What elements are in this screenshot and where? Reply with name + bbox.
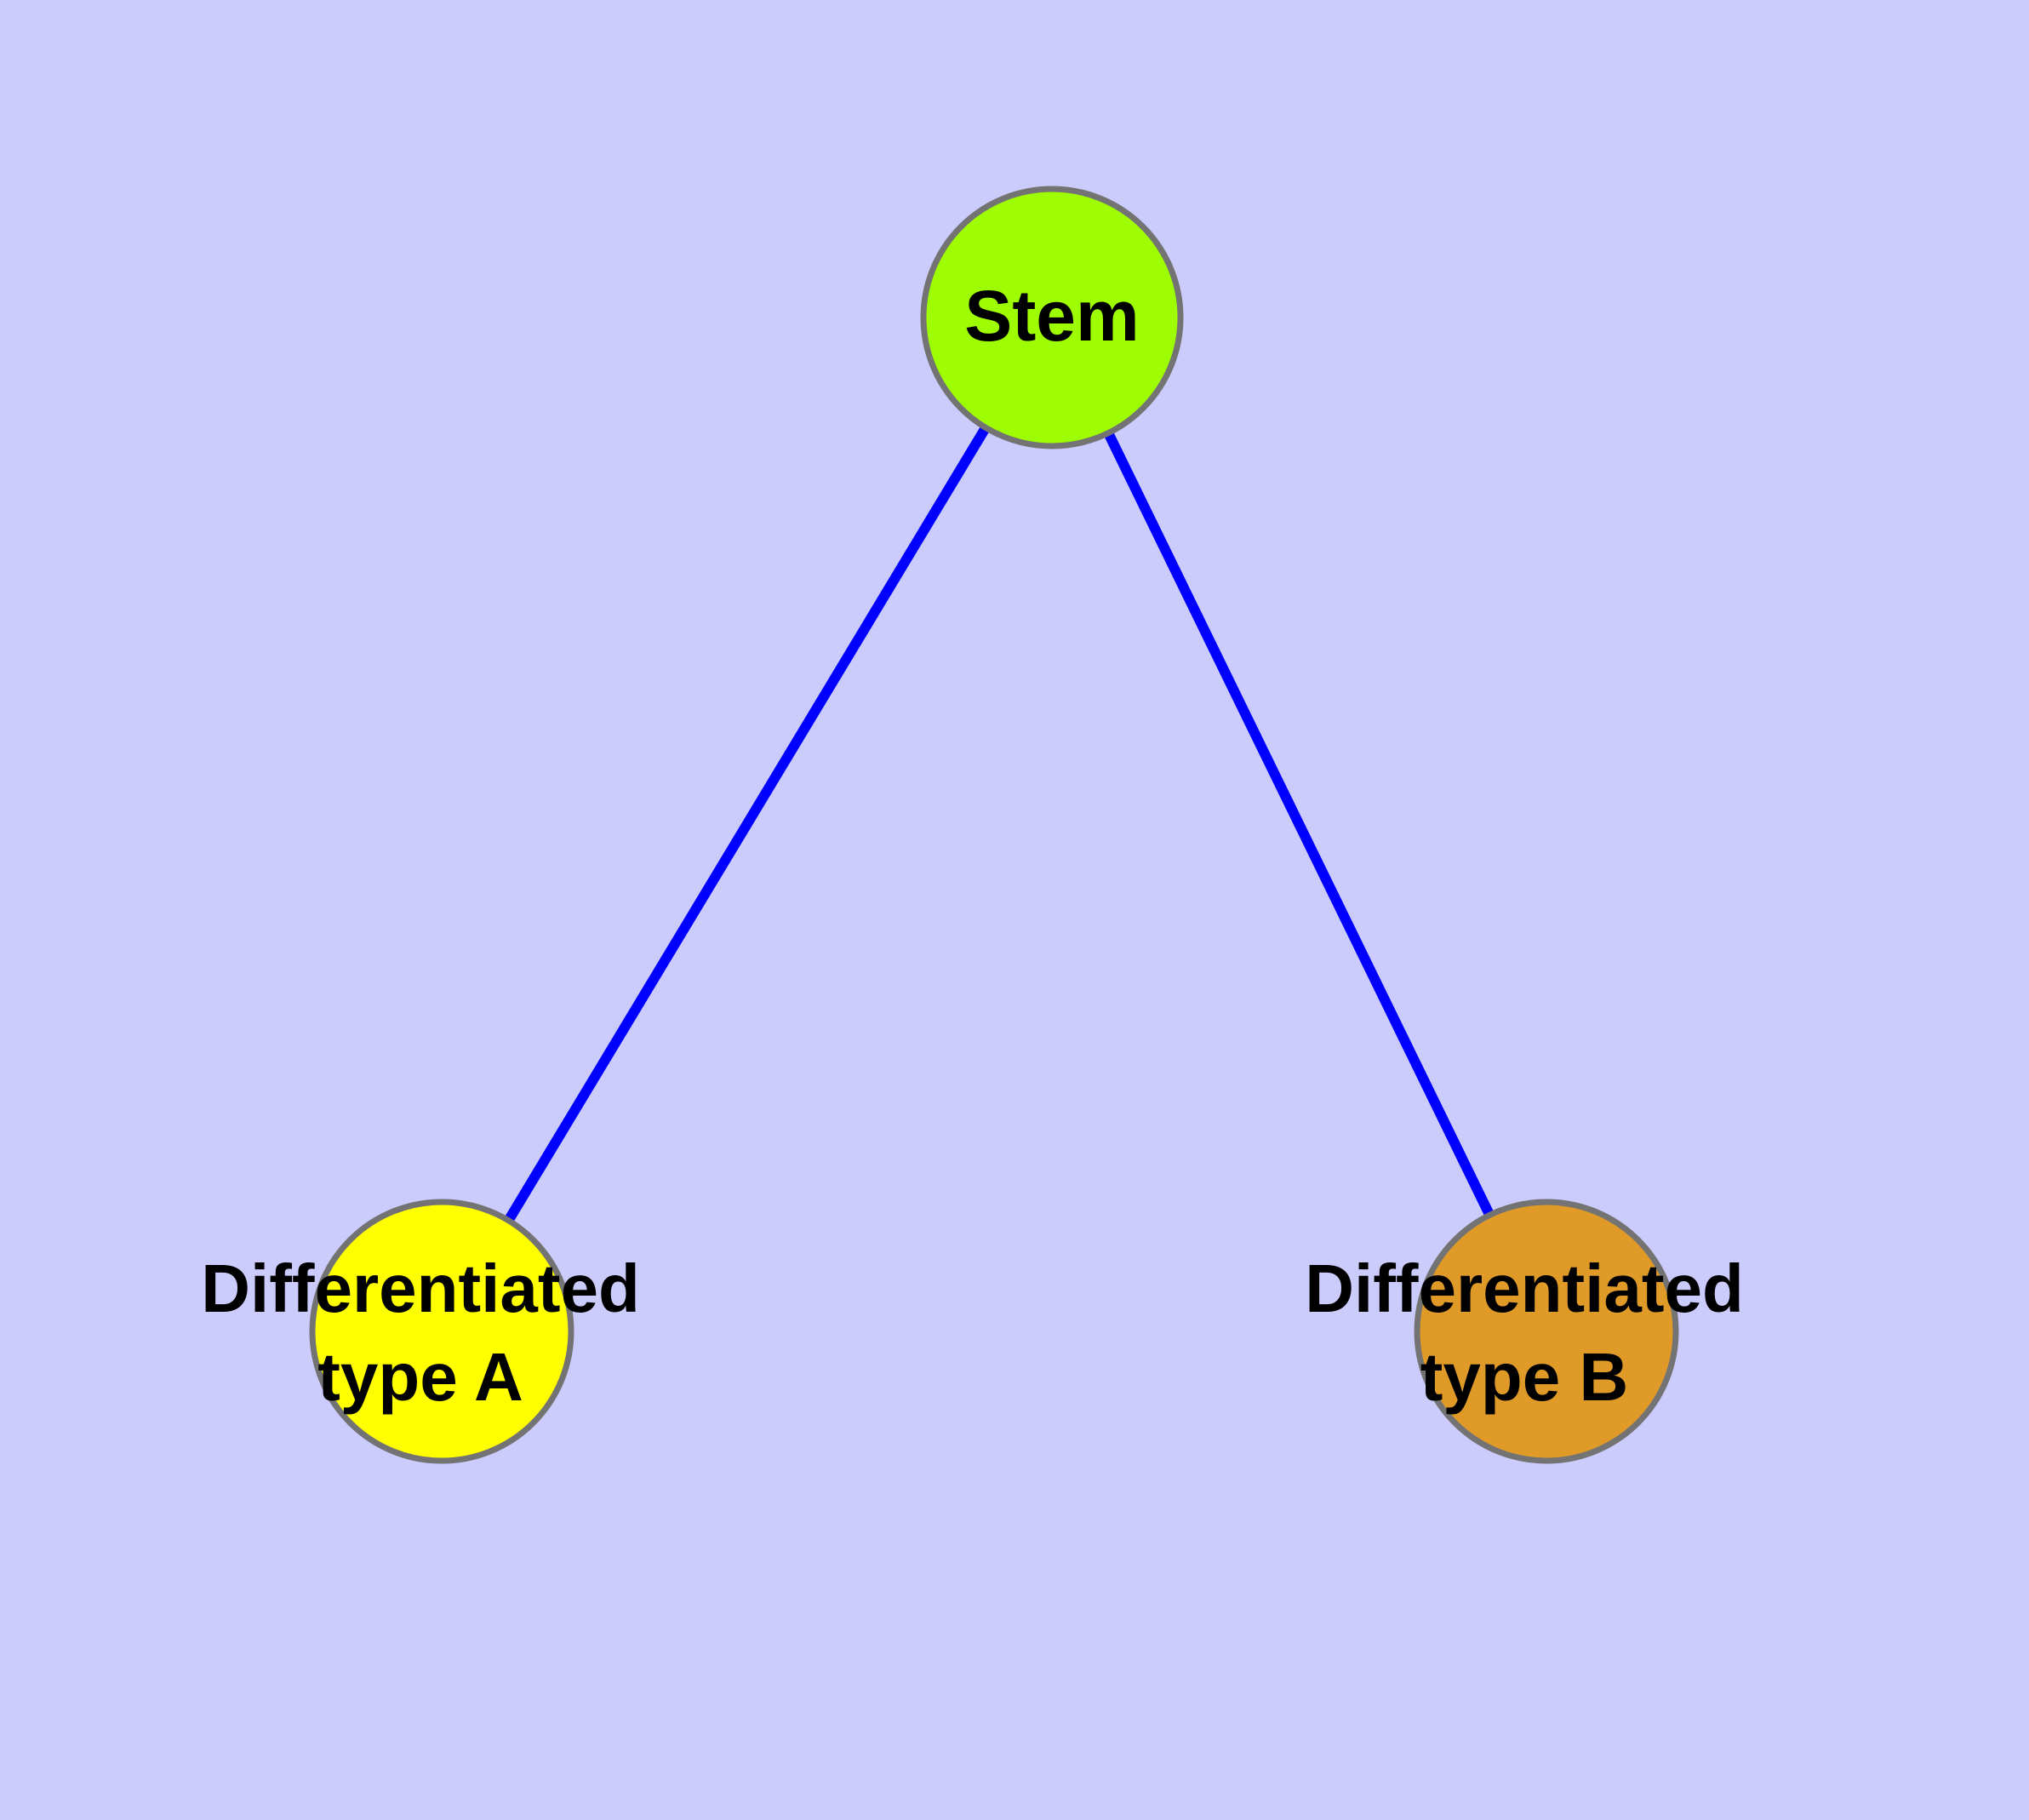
node-circle-diff_b[interactable] [1414, 1199, 1679, 1464]
node-circle-diff_a[interactable] [309, 1199, 574, 1464]
node-label-stem: Stem [964, 276, 1139, 356]
edge-stem-to-diff_b [1102, 427, 1496, 1221]
node-label-diff_b: Differentiated type B [1305, 1251, 1744, 1415]
node-diff_b[interactable]: Differentiated type B [1305, 1199, 1744, 1464]
node-label-line: type A [317, 1339, 523, 1415]
node-circle-stem[interactable] [920, 186, 1184, 449]
node-stem[interactable]: Stem [920, 186, 1184, 449]
edge-stem-to-diff_a [502, 421, 992, 1227]
node-label-diff_a: Differentiated type A [201, 1251, 640, 1415]
edge-layer [502, 421, 1496, 1227]
node-label-line: type B [1420, 1339, 1629, 1415]
node-diff_a[interactable]: Differentiated type A [201, 1199, 640, 1464]
node-label-line: Differentiated [201, 1251, 640, 1326]
node-label-line: Differentiated [1305, 1251, 1744, 1326]
node-label-line: Stem [964, 276, 1139, 356]
